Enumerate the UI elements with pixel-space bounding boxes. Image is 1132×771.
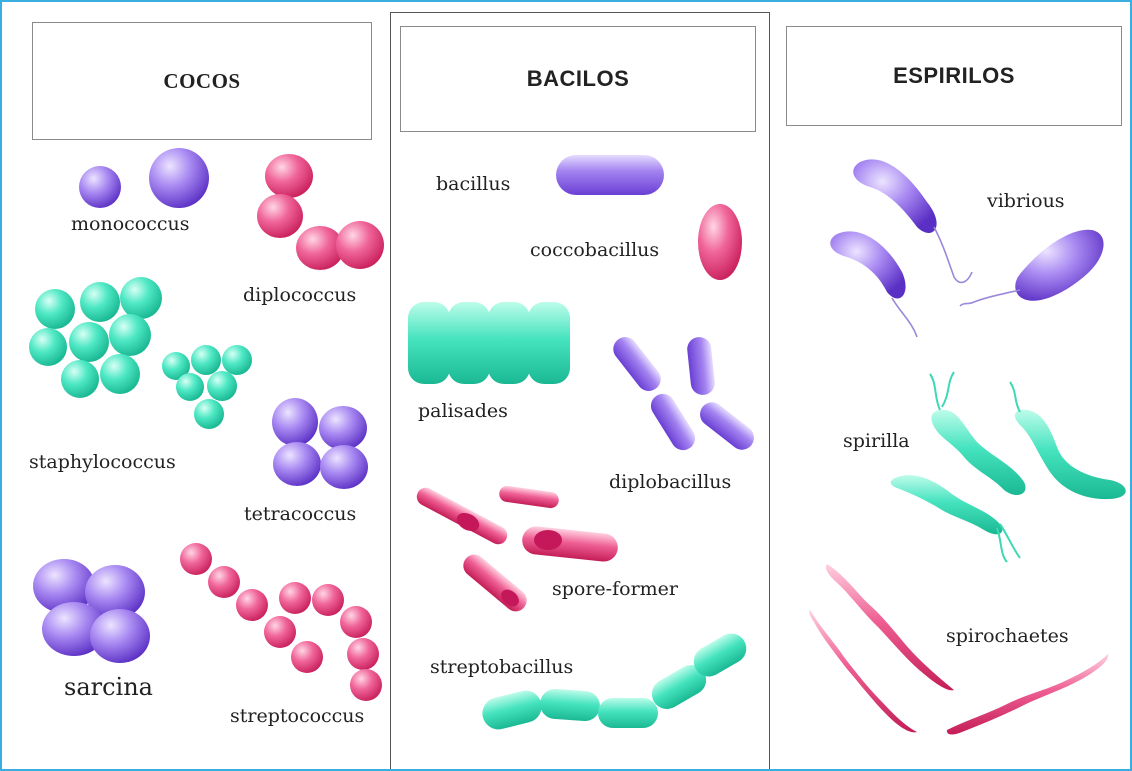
diplococcus-cells [257, 154, 384, 270]
label-monococcus: monococcus [71, 213, 189, 235]
sarcina-cells [33, 559, 150, 663]
streptobacillus-cells [479, 628, 752, 733]
staphylococcus-cells [29, 277, 252, 429]
vibrio-cells [830, 159, 1103, 337]
label-palisades: palisades [418, 400, 508, 422]
label-sarcina: sarcina [64, 673, 153, 701]
coccobacillus-cell [698, 204, 742, 280]
bacillus-cell [556, 155, 664, 195]
label-tetracoccus: tetracoccus [244, 503, 356, 525]
label-spirilla: spirilla [843, 430, 910, 452]
label-staphylococcus: staphylococcus [29, 451, 176, 473]
label-spirochaetes: spirochaetes [946, 625, 1069, 647]
spirochaete-cells [809, 564, 1108, 734]
streptococcus-cells [180, 543, 382, 701]
palisades-cells [408, 302, 570, 384]
label-spore-former: spore-former [552, 578, 678, 600]
label-diplobacillus: diplobacillus [609, 471, 731, 493]
spirilla-cells [891, 372, 1126, 562]
label-streptobacillus: streptobacillus [430, 656, 573, 678]
label-bacillus: bacillus [436, 173, 510, 195]
label-diplococcus: diplococcus [243, 284, 356, 306]
label-streptococcus: streptococcus [230, 705, 364, 727]
label-coccobacillus: coccobacillus [530, 239, 659, 261]
diplobacillus-cells [608, 332, 758, 454]
label-vibrious: vibrious [987, 190, 1065, 212]
monococcus-cells [79, 148, 209, 208]
tetracoccus-cells [272, 398, 368, 489]
